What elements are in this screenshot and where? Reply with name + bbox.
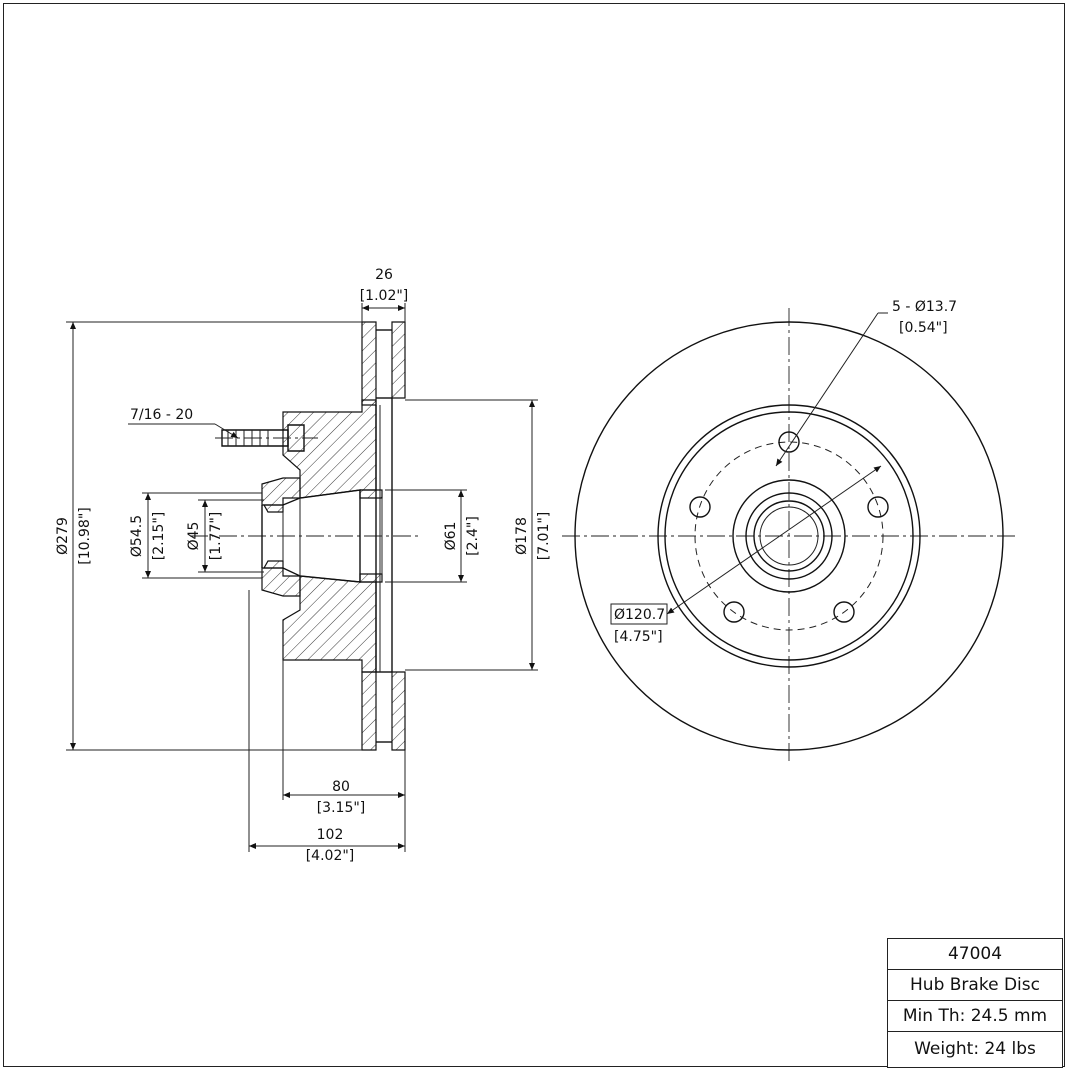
dim-hat-diameter-mm: Ø178: [514, 517, 530, 555]
bolt-hole: [867, 496, 889, 518]
dim-flange-thickness-in: [1.02"]: [360, 288, 409, 304]
dim-hat-diameter-in: [7.01"]: [536, 512, 552, 561]
dim-hub-depth-in: [3.15"]: [317, 800, 366, 816]
hat-outer-edge: [657, 404, 921, 668]
dim-bore-outer-mm: Ø54.5: [129, 515, 145, 557]
bolt-circle-label-box: [610, 603, 668, 625]
bore-lower: [261, 567, 301, 597]
rotor-inner-plate-top: [391, 321, 406, 399]
dim-flange-thickness-mm: 26: [375, 267, 393, 283]
drawing-frame: [3, 3, 1065, 1067]
dim-bore-inner-in: [1.77"]: [208, 512, 224, 561]
dim-bearing-seat-in: [2.4"]: [465, 516, 481, 556]
rotor-outer-plate-bottom: [361, 671, 377, 751]
front-dimensions: 5 - Ø13.7 [0.54"] Ø120.7 [4.75"]: [610, 299, 957, 645]
dim-bolt-holes-mm: 5 - Ø13.7: [892, 299, 957, 315]
title-block: 47004 Hub Brake Disc Min Th: 24.5 mm Wei…: [887, 938, 1063, 1068]
dim-stud-thread: 7/16 - 20: [130, 407, 193, 423]
front-view: [562, 308, 1015, 765]
rotor-outer-plate-top: [361, 321, 377, 406]
dim-overall-height-mm: 102: [317, 827, 344, 843]
dim-hub-depth-mm: 80: [332, 779, 350, 795]
dim-overall-diameter-mm: Ø279: [55, 517, 71, 555]
dim-bearing-seat-mm: Ø61: [443, 522, 459, 551]
dim-bolt-circle-mm: Ø120.7: [614, 607, 665, 623]
dim-bolt-holes-in: [0.54"]: [899, 320, 948, 336]
bolt-hole: [778, 431, 800, 453]
dim-bore-inner-mm: Ø45: [186, 522, 202, 551]
rotor-outer-edge: [574, 321, 1004, 751]
section-dimensions: 26 [1.02"] Ø279 [10.98"] 7/16 - 20 Ø54.5…: [55, 267, 552, 864]
dim-bolt-circle-in: [4.75"]: [614, 629, 663, 645]
dim-overall-height-in: [4.02"]: [306, 848, 355, 864]
part-description: Hub Brake Disc: [888, 970, 1062, 1001]
dim-bore-outer-in: [2.15"]: [151, 512, 167, 561]
rotor-inner-plate-bottom: [391, 671, 406, 751]
part-number: 47004: [888, 939, 1062, 970]
section-view: [190, 321, 420, 751]
weight: Weight: 24 lbs: [914, 1039, 1036, 1059]
min-thickness: Min Th: 24.5 mm: [888, 1001, 1062, 1032]
dim-overall-diameter-in: [10.98"]: [77, 507, 93, 564]
